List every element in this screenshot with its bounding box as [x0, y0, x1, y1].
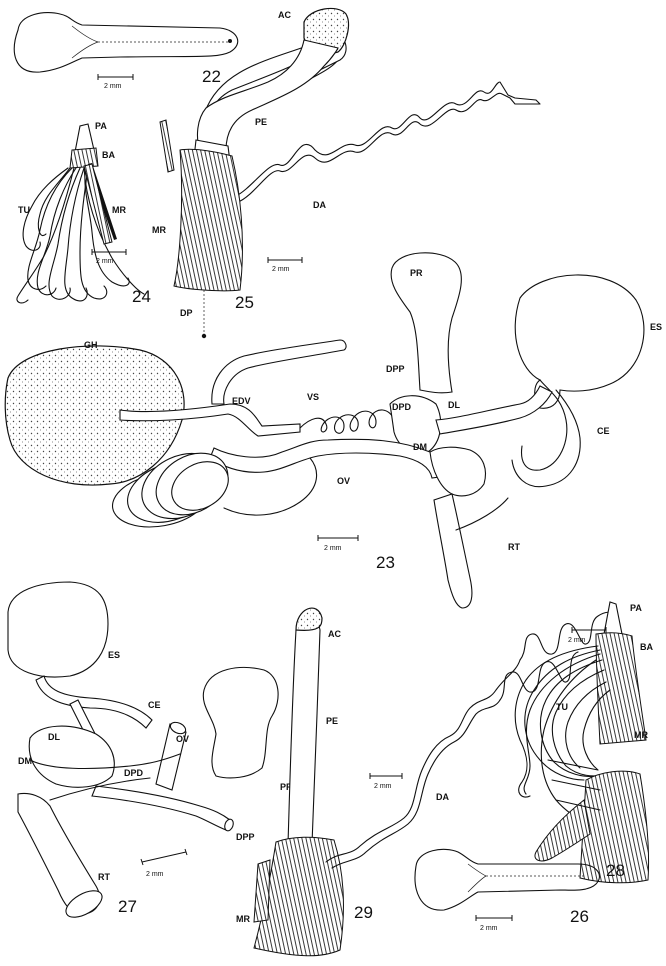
fig29-number: 29 — [354, 903, 373, 922]
fig22-fork — [72, 26, 98, 58]
fig26-outline — [415, 849, 599, 910]
fig25-dp-dot — [202, 334, 206, 338]
fig23-number: 23 — [376, 553, 395, 572]
fig28-base — [596, 633, 646, 744]
fig25-label-mr: MR — [152, 225, 166, 235]
fig23-label-dl: DL — [448, 400, 460, 410]
fig23-label-rt: RT — [508, 542, 520, 552]
fig23-label-dm: DM — [413, 442, 427, 452]
fig27-label-dl: DL — [48, 732, 60, 742]
fig23-label-dpp: DPP — [386, 364, 405, 374]
fig28-label-ba: BA — [640, 642, 653, 652]
fig27-label-dpd: DPD — [124, 768, 144, 778]
fig26-fork — [468, 864, 486, 892]
fig26-scale-label: 2 mm — [480, 925, 498, 932]
figure-24: PA BA TU MR 2 mm 24 — [17, 121, 151, 306]
fig25-scale-label: 2 mm — [272, 266, 290, 273]
fig23-ov — [210, 439, 446, 478]
fig22-number: 22 — [202, 67, 221, 86]
fig27-label-ce: CE — [148, 700, 161, 710]
fig23-rt-branch — [456, 498, 508, 530]
fig29-label-pe: PE — [326, 716, 338, 726]
fig29-penis — [288, 621, 320, 844]
fig22-scale-label: 2 mm — [104, 83, 122, 90]
fig28-papilla — [604, 602, 622, 634]
fig27-label-rt: RT — [98, 872, 110, 882]
fig27-label-dm: DM — [18, 756, 32, 766]
fig29-label-ac: AC — [328, 629, 341, 639]
fig24-label-pa: PA — [95, 121, 107, 131]
fig29-accessory — [296, 608, 322, 630]
fig24-number: 24 — [132, 287, 151, 306]
fig29-flagellum-2 — [332, 700, 500, 868]
fig27-number: 27 — [118, 897, 137, 916]
fig29-muscle-left — [254, 860, 270, 922]
fig27-label-ov: OV — [176, 734, 189, 744]
fig23-rt — [434, 494, 472, 608]
fig23-egg-sac — [515, 275, 644, 408]
fig29-flagellum — [326, 660, 520, 862]
fig29-label-mr: MR — [236, 914, 250, 924]
fig27-prostate — [203, 667, 278, 777]
fig27-dm-body — [29, 726, 114, 787]
fig23-label-dpd: DPD — [392, 402, 412, 412]
figure-25: AC PE DA MR DP 2 mm 25 — [152, 8, 540, 338]
fig23-label-ov: OV — [337, 476, 350, 486]
fig27-label-dpp: DPP — [236, 832, 255, 842]
fig23-vs-coil — [300, 410, 394, 433]
fig24-tubules — [17, 168, 144, 303]
fig28-label-mr: MR — [634, 730, 648, 740]
fig29-scale-label: 2 mm — [374, 783, 392, 790]
fig28-scale-label: 2 mm — [568, 637, 586, 644]
fig24-label-mr: MR — [112, 205, 126, 215]
fig23-label-vs: VS — [307, 392, 319, 402]
fig28-label-tu: TU — [556, 702, 568, 712]
figure-23: GH EDV VS DPP DPD DL DM PR ES CE OV RT 2… — [5, 253, 662, 608]
fig25-retractor — [160, 120, 174, 172]
fig27-dpp — [92, 786, 230, 830]
fig23-label-edv: EDV — [232, 396, 251, 406]
fig27-ce — [36, 676, 152, 728]
fig26-number: 26 — [570, 907, 589, 926]
fig23-label-es: ES — [650, 322, 662, 332]
fig23-dm — [430, 447, 485, 496]
fig27-scale-bar — [142, 852, 186, 862]
fig24-scale-label: 2 mm — [96, 258, 114, 265]
fig24-papilla — [75, 124, 94, 152]
fig25-label-dp: DP — [180, 308, 193, 318]
fig27-egg-sac — [8, 582, 108, 677]
figure-27: ES CE DL OV DM DPD PR DPP RT 2 mm 27 — [8, 582, 293, 923]
fig25-number: 25 — [235, 293, 254, 312]
fig23-label-gh: GH — [84, 340, 98, 350]
fig23-tube-top — [212, 340, 346, 404]
fig24-label-ba: BA — [102, 150, 115, 160]
fig25-flagellum — [236, 82, 540, 202]
figure-22: 2 mm 22 — [14, 13, 237, 90]
fig24-label-tu: TU — [18, 205, 30, 215]
fig28-label-pa: PA — [630, 603, 642, 613]
fig23-label-pr: PR — [410, 268, 423, 278]
fig28-number: 28 — [606, 861, 625, 880]
figure-26: 2 mm 26 — [415, 849, 599, 932]
fig25-label-da: DA — [313, 200, 326, 210]
fig23-label-ce: CE — [597, 426, 610, 436]
fig25-muscle — [174, 149, 242, 291]
fig29-label-da: DA — [436, 792, 449, 802]
fig27-scale-label: 2 mm — [146, 871, 164, 878]
fig23-scale-label: 2 mm — [324, 545, 342, 552]
fig24-base — [70, 148, 98, 168]
fig27-label-es: ES — [108, 650, 120, 660]
fig25-label-ac: AC — [278, 10, 291, 20]
fig22-pore — [228, 39, 232, 43]
fig25-label-pe: PE — [255, 117, 267, 127]
